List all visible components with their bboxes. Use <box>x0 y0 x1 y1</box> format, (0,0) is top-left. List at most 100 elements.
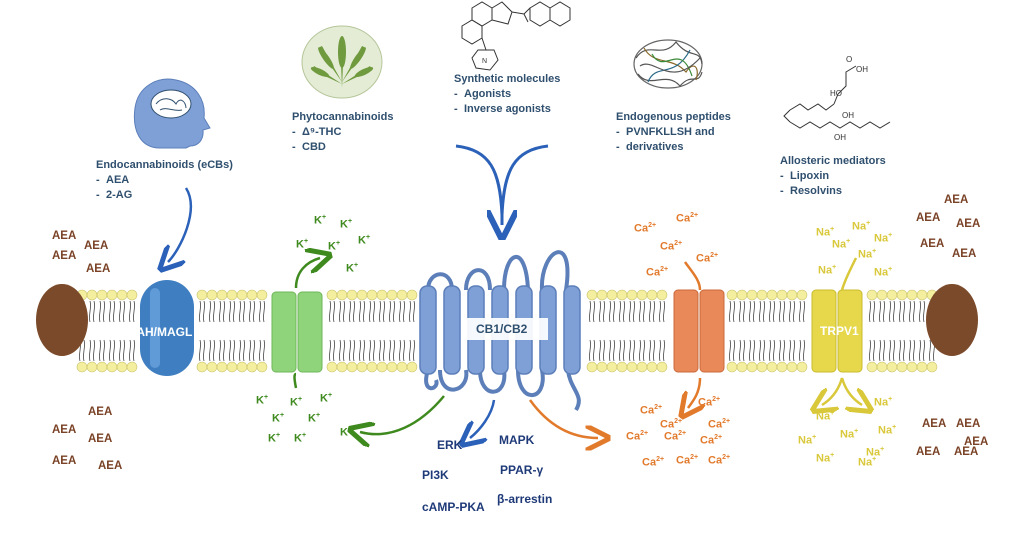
lipid-tail <box>599 300 601 323</box>
lipid-tail <box>363 339 365 362</box>
lipid-tail <box>93 339 95 362</box>
lipid-head <box>776 289 788 301</box>
lipid-tail <box>223 300 225 323</box>
lipid-head <box>886 289 898 301</box>
lipid-tail <box>923 339 925 362</box>
lipid-tail <box>383 300 385 323</box>
arrow-ca-out <box>688 377 700 408</box>
lipid-tail <box>879 300 881 323</box>
lipid-head <box>866 361 878 373</box>
ca-ion: Ca2+ <box>646 266 669 279</box>
lipid-tail <box>613 300 615 323</box>
pathway-camp-pka: cAMP-PKA <box>422 500 485 514</box>
k-ion: K+ <box>294 432 307 445</box>
endocannabinoids-title: Endocannabinoids (eCBs) <box>96 159 233 171</box>
lipid-tail <box>729 339 731 362</box>
lipid-tail <box>619 339 621 362</box>
lipid-head <box>206 289 218 301</box>
faah-magl-enzyme <box>140 280 194 376</box>
lipid-tail <box>903 300 905 323</box>
aea-ion: AEA <box>954 446 979 458</box>
lipid-head <box>926 361 938 373</box>
lipid-tail <box>929 339 931 362</box>
lipid-tail <box>623 300 625 323</box>
lipid-tail <box>123 339 125 362</box>
lipid-head <box>326 361 338 373</box>
lipid-tail <box>379 300 381 323</box>
lipid-tail <box>889 300 891 323</box>
ca-ion: Ca2+ <box>660 240 683 253</box>
lipid-tail <box>329 339 331 362</box>
lipid-tail <box>743 339 745 362</box>
lipid-head <box>376 289 388 301</box>
lipid-head <box>916 361 928 373</box>
lipid-tail <box>779 300 781 323</box>
lipid-tail <box>349 300 351 323</box>
lipid-tail <box>89 339 91 362</box>
na-ion: Na+ <box>874 232 893 245</box>
lipid-tail <box>749 300 751 323</box>
lipid-tail <box>413 339 415 362</box>
pathway-erk: ERK <box>437 438 463 452</box>
k-ion: K+ <box>320 392 333 405</box>
lipid-head <box>86 361 98 373</box>
svg-text:OH: OH <box>856 65 868 74</box>
lipid-tail <box>909 300 911 323</box>
lipid-tail <box>409 300 411 323</box>
lipid-head <box>116 289 128 301</box>
lipid-tail <box>789 339 791 362</box>
lipid-tail <box>613 339 615 362</box>
lipid-head <box>786 289 798 301</box>
lipid-tail <box>213 300 215 323</box>
lipid-tail <box>619 300 621 323</box>
allosteric-mediators-title: Allosteric mediators <box>780 155 886 167</box>
lipid-tail <box>253 339 255 362</box>
ca-ion: Ca2+ <box>696 252 719 265</box>
lipid-head <box>96 289 108 301</box>
lipid-head <box>196 361 208 373</box>
lipid-head <box>896 289 908 301</box>
lipid-tail <box>103 300 105 323</box>
lipid-tail <box>229 339 231 362</box>
lipid-tail <box>333 300 335 323</box>
lipid-tail <box>199 300 201 323</box>
lipid-tail <box>249 300 251 323</box>
lipid-head <box>866 289 878 301</box>
synthetic-molecules-title: Synthetic molecules <box>454 73 561 85</box>
endocannabinoids-label: Endocannabinoids (eCBs) AEA 2-AG <box>96 158 233 203</box>
lipid-tail <box>659 339 661 362</box>
lipid-head <box>96 361 108 373</box>
lipid-tail <box>259 300 261 323</box>
lipid-tail <box>879 339 881 362</box>
aea-ion: AEA <box>88 433 113 445</box>
lipid-head <box>796 289 808 301</box>
lipid-tail <box>403 339 405 362</box>
lipid-tail <box>253 300 255 323</box>
svg-text:HO: HO <box>830 89 842 98</box>
allosteric-mediators-label: Allosteric mediators Lipoxin Resolvins <box>780 154 886 199</box>
cb1-cb2-receptor <box>419 250 581 412</box>
lipid-tail <box>129 300 131 323</box>
na-ion: Na+ <box>818 264 837 277</box>
lipid-head <box>216 289 228 301</box>
lipid-head <box>356 289 368 301</box>
pathway-mapk: MAPK <box>499 433 535 447</box>
na-ion: Na+ <box>858 248 877 261</box>
peptides-item-derivatives: derivatives <box>616 140 731 155</box>
lipid-tail <box>389 339 391 362</box>
lipid-tail <box>609 300 611 323</box>
lipid-head <box>756 361 768 373</box>
aea-ion: AEA <box>86 263 111 275</box>
lipid-tail <box>763 339 765 362</box>
lipid-head <box>916 289 928 301</box>
ca-ion: Ca2+ <box>626 430 649 443</box>
lipid-head <box>396 289 408 301</box>
lipid-head <box>396 361 408 373</box>
lipid-head <box>226 361 238 373</box>
lipid-head <box>196 289 208 301</box>
lipid-head <box>886 361 898 373</box>
lipid-head <box>656 289 668 301</box>
lipid-head <box>346 361 358 373</box>
na-ion: Na+ <box>816 452 835 465</box>
lipid-tail <box>249 339 251 362</box>
